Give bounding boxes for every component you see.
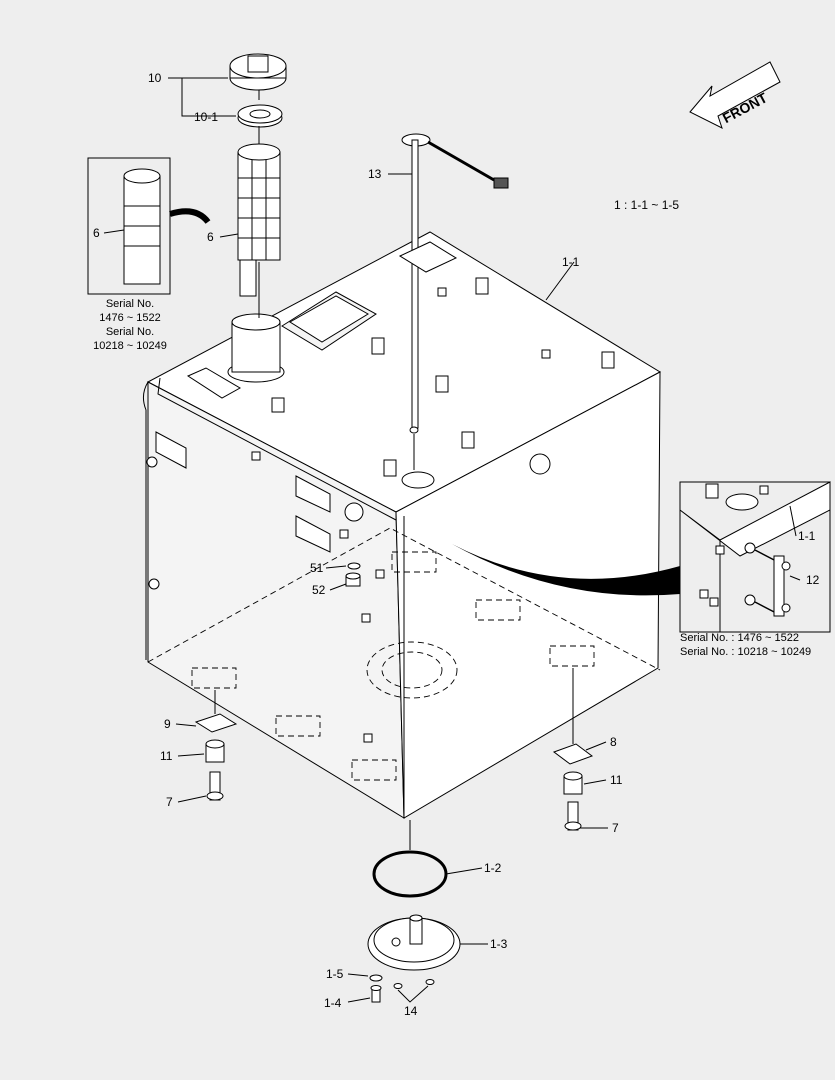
inset-sensor-bracket (679, 481, 831, 633)
callout-1-3: 1-3 (490, 937, 508, 951)
callout-1-1-inset: 1-1 (798, 529, 816, 543)
fuel-tank (142, 231, 662, 819)
o-ring-1-2 (372, 850, 448, 898)
strainer-6 (237, 143, 281, 297)
callout-1-2: 1-2 (484, 861, 502, 875)
callout-10: 10 (148, 71, 162, 85)
level-sender-13 (398, 133, 509, 434)
mount-left (194, 713, 238, 801)
svg-text:Serial No.: Serial No. (106, 298, 154, 310)
callout-7-left: 7 (166, 795, 173, 809)
fitting-51-52 (345, 562, 361, 587)
filler-neck (227, 313, 285, 383)
callout-11-left: 11 (160, 749, 173, 763)
callout-6-inset: 6 (93, 226, 100, 240)
sensor-link-12 (744, 542, 791, 617)
callout-1-1: 1-1 (562, 255, 580, 269)
svg-text:Serial No. : 10218 ~ 10249: Serial No. : 10218 ~ 10249 (680, 646, 811, 658)
seal-ring-10-1 (237, 104, 283, 128)
callout-1-5: 1-5 (326, 967, 344, 981)
bolts-1-4-1-5 (369, 974, 383, 1003)
mounting-bracket-top (186, 367, 242, 399)
leader-lines (103, 77, 801, 1003)
inset-right-serial-note: Serial No. : 1476 ~ 1522 Serial No. : 10… (680, 632, 811, 658)
callout-51: 51 (310, 561, 324, 575)
o-rings-14 (393, 979, 435, 989)
inset-strainer-variant (87, 157, 211, 295)
side-brackets (146, 431, 385, 743)
callout-13: 13 (368, 167, 382, 181)
callout-12: 12 (806, 573, 820, 587)
drain-plate-1-3 (367, 914, 461, 971)
svg-text:Serial No.: Serial No. (106, 326, 154, 338)
access-cover-plate (281, 291, 377, 351)
callout-9: 9 (164, 717, 171, 731)
svg-text:Serial No. : 1476 ~ 1522: Serial No. : 1476 ~ 1522 (680, 632, 799, 644)
callout-11-right: 11 (610, 773, 623, 787)
group-note: 1 : 1-1 ~ 1-5 (614, 198, 679, 212)
fuel-cap-10 (229, 53, 287, 91)
callout-1-4: 1-4 (324, 996, 342, 1010)
svg-text:10218 ~ 10249: 10218 ~ 10249 (93, 340, 167, 352)
callout-14: 14 (404, 1004, 418, 1018)
mount-right (552, 743, 594, 831)
callout-labels: 10 10-1 6 6 13 1-1 1-1 12 51 52 9 11 7 8… (93, 71, 820, 1018)
callout-8: 8 (610, 735, 617, 749)
callout-6: 6 (207, 230, 214, 244)
svg-text:1476 ~ 1522: 1476 ~ 1522 (99, 312, 160, 324)
callout-10-1: 10-1 (194, 110, 218, 124)
top-bosses (271, 277, 615, 489)
front-arrow-icon: FRONT (689, 61, 781, 129)
inset-left-serial-note: Serial No. 1476 ~ 1522 Serial No. 10218 … (93, 298, 167, 352)
callout-7-right: 7 (612, 821, 619, 835)
callout-52: 52 (312, 583, 326, 597)
